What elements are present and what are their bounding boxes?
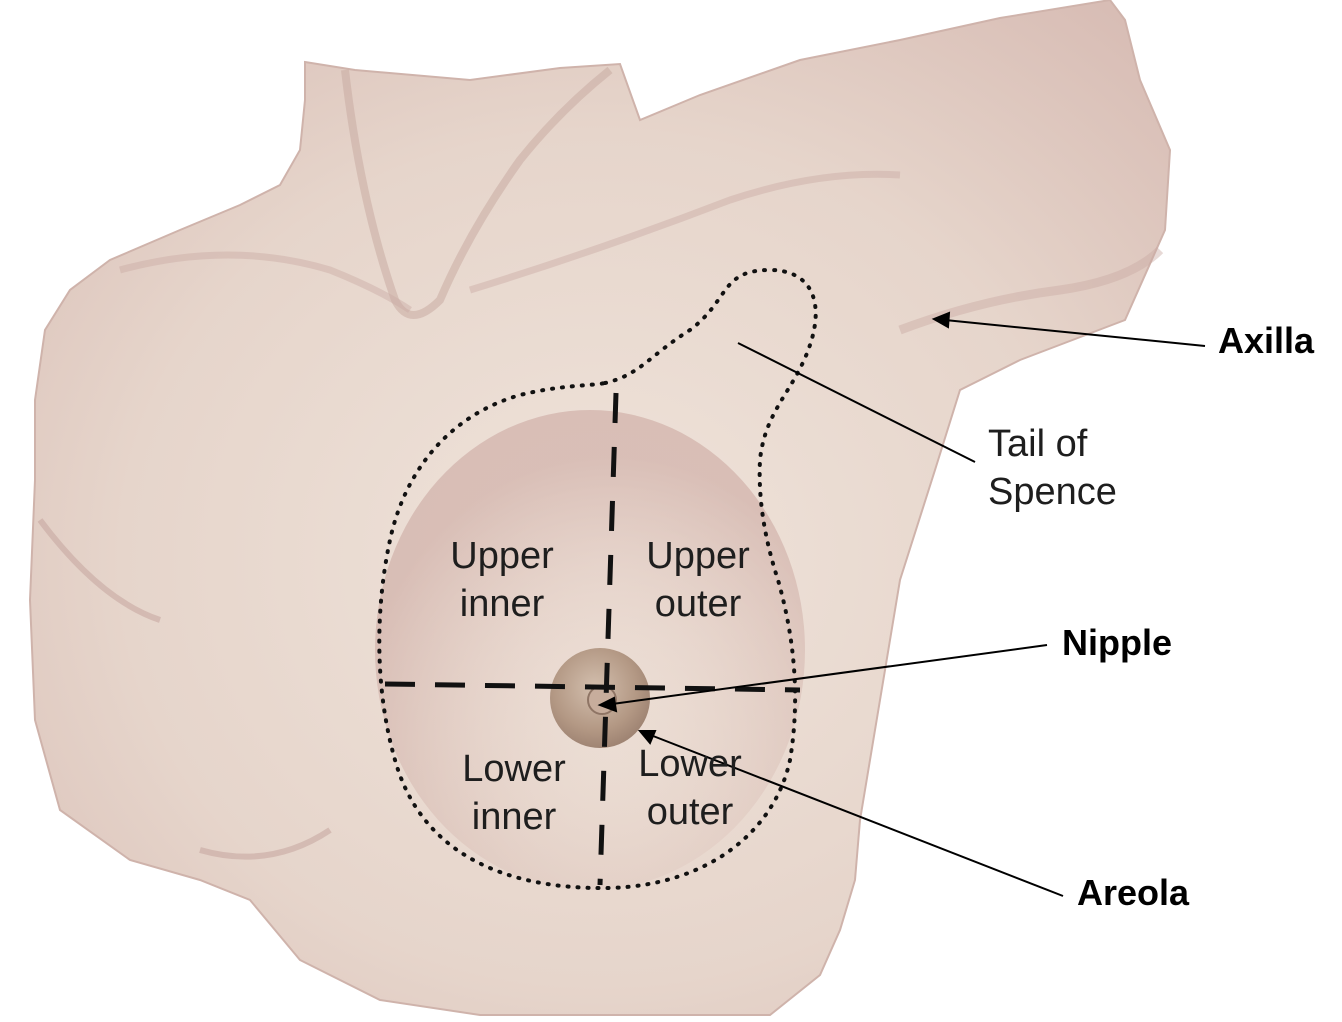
tail-of-spence-leader-line: [737, 342, 976, 463]
neck-shadow: [341, 66, 613, 319]
clavicle-shadow: [119, 170, 901, 313]
upper-inner-label: Upper inner: [432, 532, 572, 628]
areola-arrowhead: [637, 730, 657, 745]
axilla-arrowhead: [931, 311, 951, 329]
upper-outer-line-1: Upper: [646, 535, 750, 577]
underarm-fold: [37, 518, 332, 860]
lower-outer-line-1: Lower: [638, 743, 742, 785]
tail-of-spence-label: Tail of Spence: [988, 420, 1117, 516]
tail-of-spence-line-2: Spence: [988, 471, 1117, 513]
lower-inner-line-1: Lower: [462, 748, 566, 790]
upper-inner-line-1: Upper: [450, 535, 554, 577]
areola-label: Areola: [1077, 872, 1190, 913]
lower-outer-line-2: outer: [646, 791, 734, 833]
lower-inner-line-2: inner: [471, 796, 557, 838]
areola-leader-line: [647, 733, 1064, 897]
axilla-leader-line: [944, 319, 1206, 347]
nipple-leader-line: [604, 644, 1048, 706]
horizontal-quadrant-divider: [384, 681, 801, 693]
breast-outline-dotted: [377, 267, 818, 891]
upper-inner-line-2: inner: [459, 583, 545, 625]
nipple-label: Nipple: [1062, 622, 1173, 663]
lower-outer-label: Lower outer: [620, 740, 760, 836]
axilla-label: Axilla: [1218, 320, 1315, 361]
upper-outer-line-2: outer: [654, 583, 742, 625]
nipple-arrowhead: [597, 696, 618, 713]
upper-outer-label: Upper outer: [628, 532, 768, 628]
vertical-quadrant-divider: [597, 392, 619, 886]
leader-lines: [597, 311, 1206, 897]
lower-inner-label: Lower inner: [444, 745, 584, 841]
tail-of-spence-line-1: Tail of: [988, 423, 1088, 465]
